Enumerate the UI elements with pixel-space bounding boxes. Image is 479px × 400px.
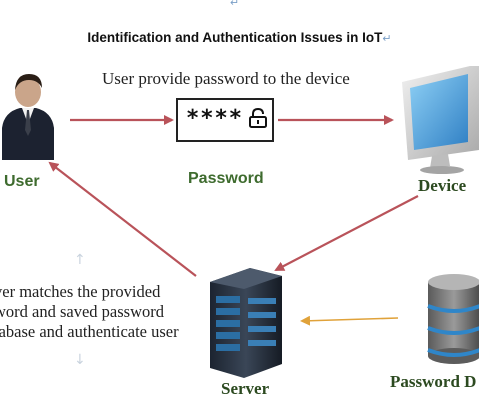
- title-text: Identification and Authentication Issues…: [87, 30, 383, 45]
- label-device: Device: [418, 176, 467, 195]
- device-monitor-icon: [402, 66, 479, 174]
- step-caption-user-to-device: User provide password to the device: [102, 69, 350, 88]
- arrow-db-to-server: [300, 315, 399, 326]
- label-password-database: Password D: [390, 372, 477, 391]
- label-password: Password: [188, 170, 264, 187]
- database-icon: [427, 274, 479, 364]
- password-entry-box: ****: [176, 98, 274, 142]
- caption-line: ver matches the provided: [0, 282, 161, 301]
- faint-down-arrow-icon: ↓: [74, 352, 86, 368]
- paragraph-mark: ↵: [382, 33, 392, 45]
- caption-line: word and saved password: [0, 302, 165, 321]
- server-rack-icon: [210, 268, 282, 378]
- label-user: User: [4, 173, 40, 190]
- arrow-device-to-server: [274, 195, 419, 271]
- diagram-title: Identification and Authentication Issues…: [0, 30, 479, 45]
- faint-up-arrow-icon: ↑: [74, 252, 86, 268]
- step-caption-server-authenticates: ver matches the provided word and saved …: [0, 282, 179, 342]
- label-server: Server: [221, 379, 270, 398]
- paragraph-mark: ↵: [230, 0, 240, 9]
- lock-icon: [248, 107, 268, 133]
- arrow-server-to-user: [48, 161, 197, 277]
- user-icon: [2, 74, 54, 160]
- caption-line: tabase and authenticate user: [0, 322, 179, 341]
- password-mask: ****: [186, 106, 243, 131]
